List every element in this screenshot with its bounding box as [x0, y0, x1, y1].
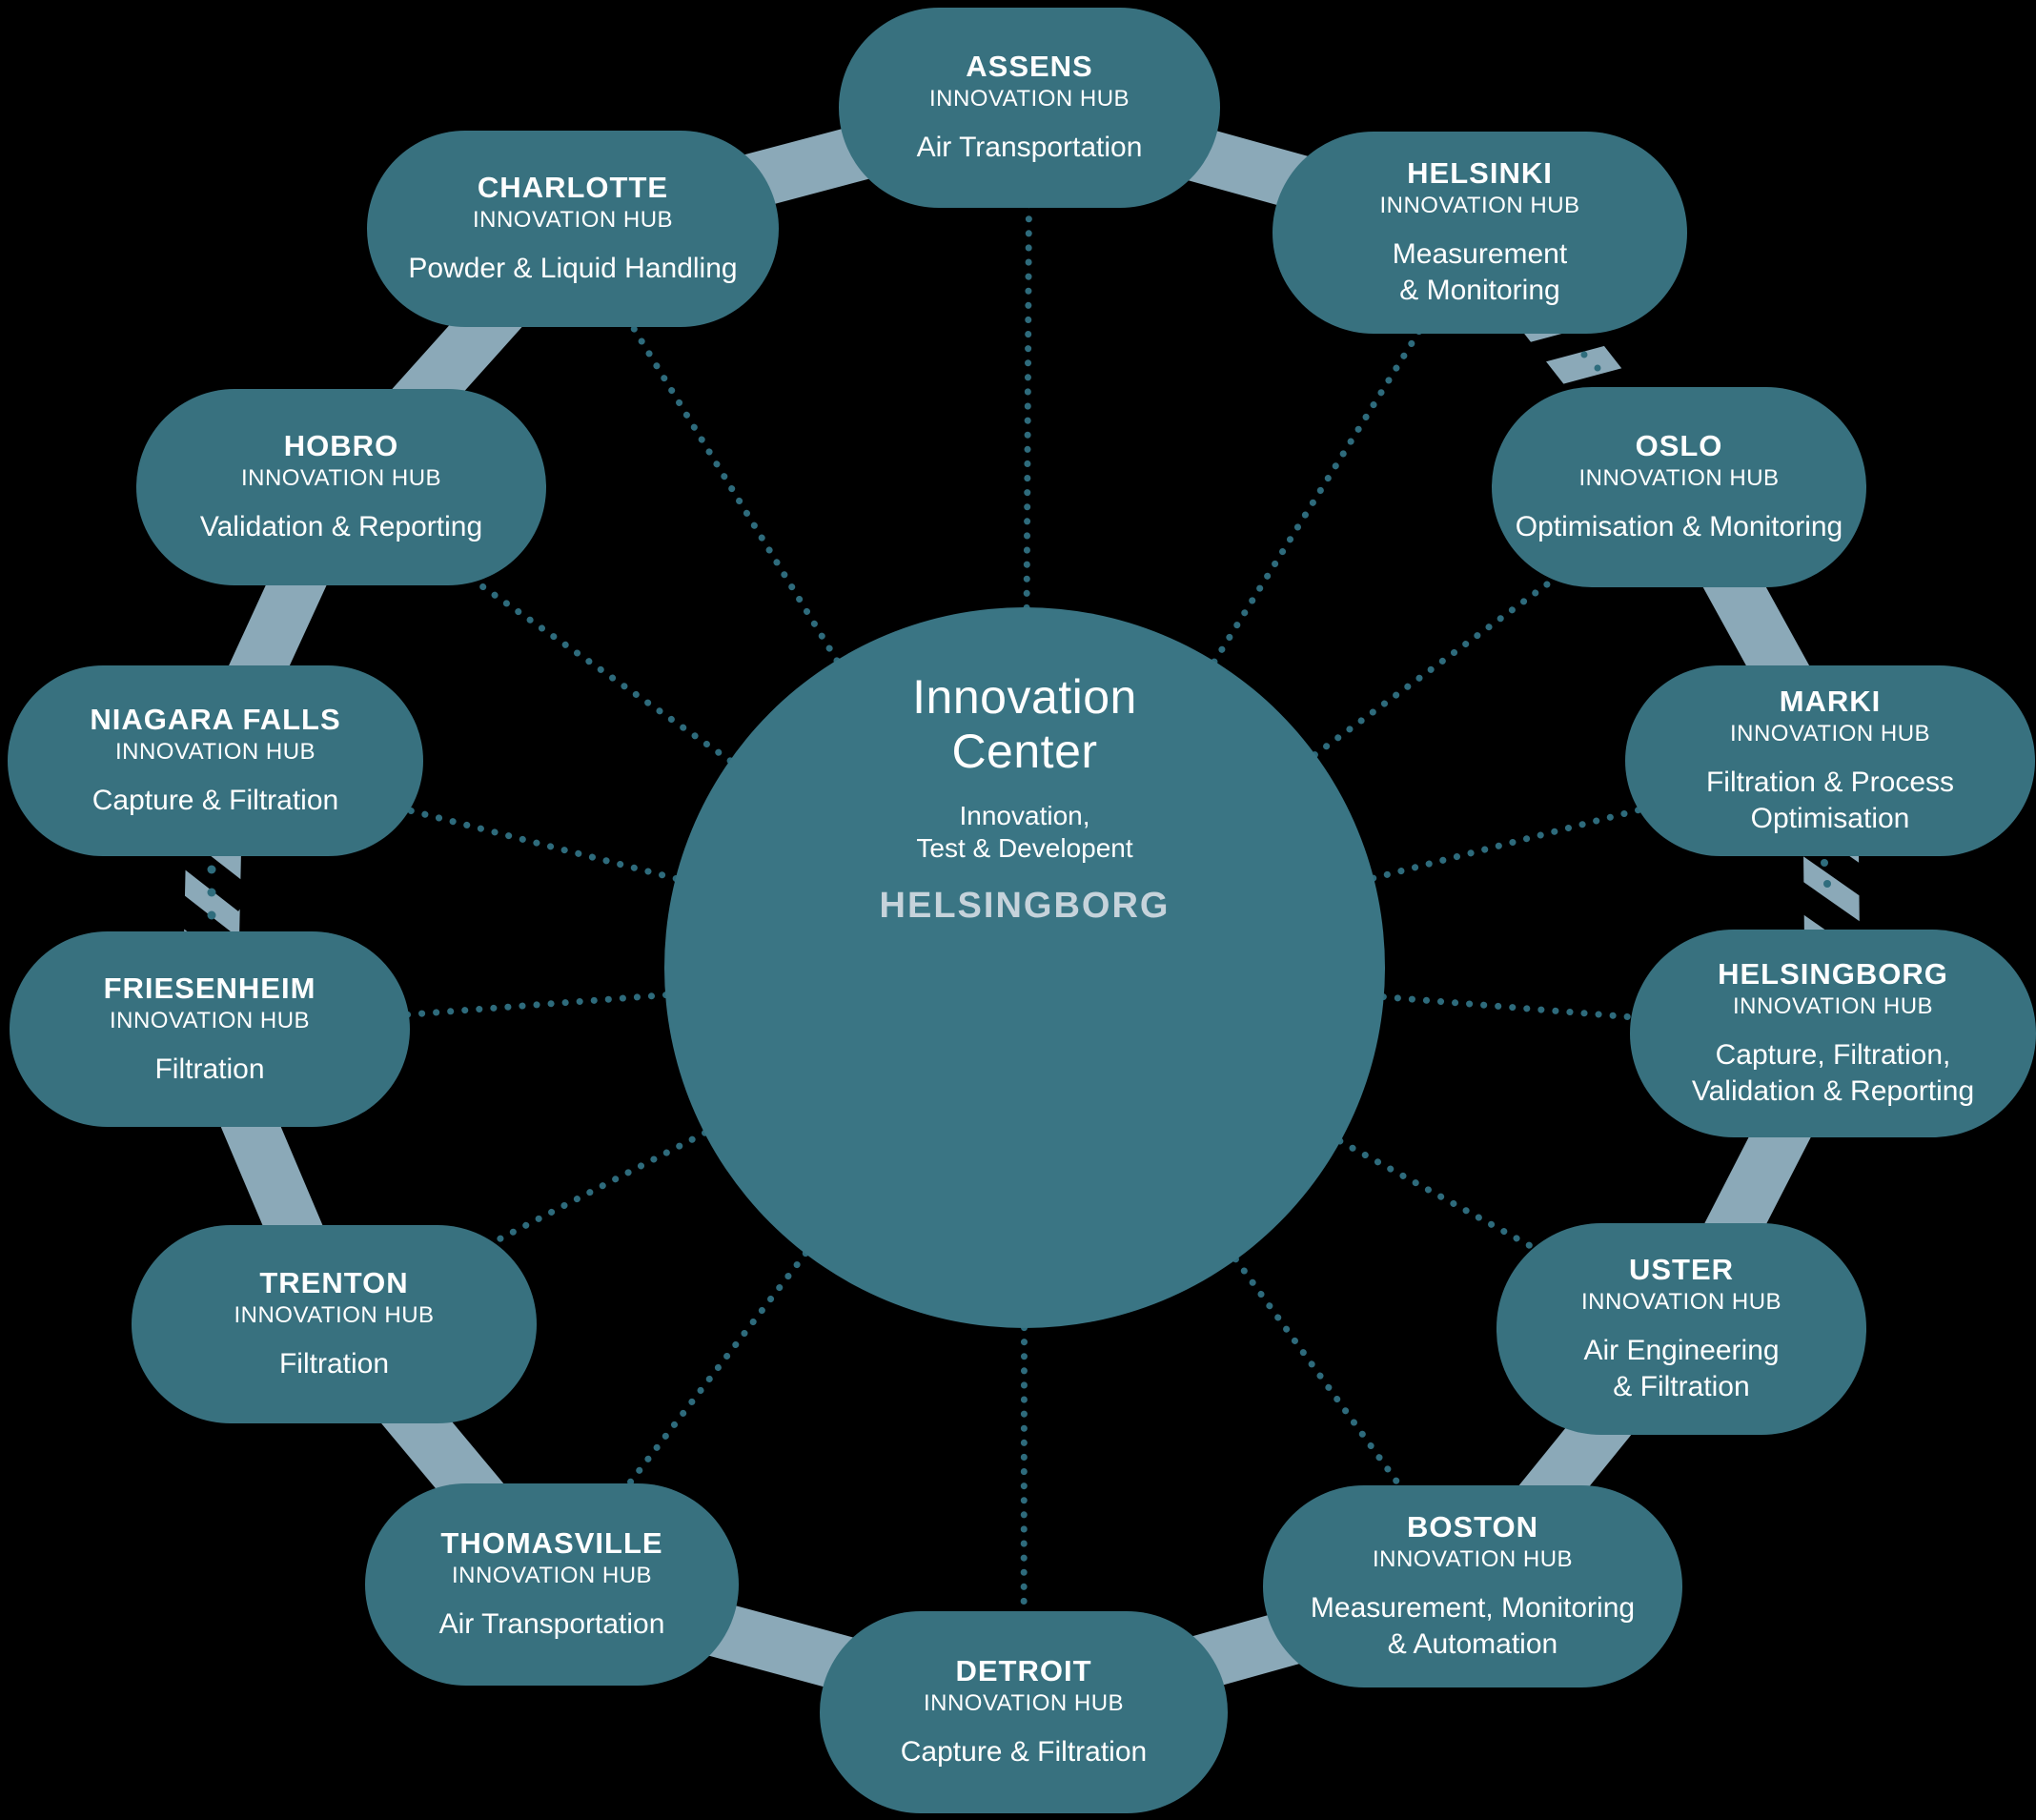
- hub-node-uster: USTER INNOVATION HUB Air Engineering & F…: [1496, 1223, 1866, 1435]
- hub-city: BOSTON: [1406, 1510, 1539, 1544]
- hub-service: Air Transportation: [438, 1608, 665, 1640]
- hub-service: Powder & Liquid Handling: [408, 253, 738, 284]
- hub-city: CHARLOTTE: [477, 171, 669, 204]
- hub-service: Filtration & Process Optimisation: [1705, 767, 1955, 834]
- hub-node-niagara-falls: NIAGARA FALLS INNOVATION HUB Capture & F…: [8, 665, 423, 856]
- hub-label: INNOVATION HUB: [109, 1007, 311, 1033]
- hub-service: Optimisation & Monitoring: [1515, 511, 1843, 542]
- hub-label: INNOVATION HUB: [1379, 193, 1580, 218]
- hub-city: ASSENS: [966, 50, 1093, 83]
- innovation-center: Innovation Center Innovation, Test & Dev…: [739, 670, 1311, 927]
- hub-city: HOBRO: [283, 429, 399, 462]
- hub-service: Measurement, Monitoring & Automation: [1310, 1592, 1636, 1660]
- hub-node-helsinki: HELSINKI INNOVATION HUB Measurement & Mo…: [1272, 132, 1687, 334]
- hub-label: INNOVATION HUB: [1578, 465, 1780, 491]
- hub-label: INNOVATION HUB: [234, 1302, 435, 1328]
- hub-label: INNOVATION HUB: [240, 465, 442, 491]
- hub-label: INNOVATION HUB: [472, 207, 674, 233]
- hub-service: Filtration: [278, 1348, 390, 1380]
- center-location: HELSINGBORG: [879, 886, 1171, 926]
- hub-label: INNOVATION HUB: [1729, 721, 1931, 746]
- ring-break-dots: [207, 351, 1831, 920]
- hub-service: Validation & Reporting: [199, 511, 483, 542]
- hub-label: INNOVATION HUB: [1732, 993, 1934, 1019]
- hub-node-boston: BOSTON INNOVATION HUB Measurement, Monit…: [1263, 1485, 1682, 1687]
- center-circle: [664, 607, 1385, 1328]
- hub-city: USTER: [1628, 1253, 1735, 1286]
- hub-node-trenton: TRENTON INNOVATION HUB Filtration: [132, 1225, 537, 1423]
- hub-label: INNOVATION HUB: [114, 739, 316, 765]
- hub-service: Air Engineering & Filtration: [1583, 1335, 1780, 1402]
- hub-service: Measurement & Monitoring: [1392, 238, 1568, 306]
- hub-node-detroit: DETROIT INNOVATION HUB Capture & Filtrat…: [820, 1611, 1228, 1813]
- hub-node-charlotte: CHARLOTTE INNOVATION HUB Powder & Liquid…: [367, 131, 779, 327]
- hub-node-hobro: HOBRO INNOVATION HUB Validation & Report…: [136, 389, 546, 585]
- hub-city: OSLO: [1635, 429, 1723, 462]
- hub-service: Air Transportation: [916, 132, 1143, 163]
- hub-service: Filtration: [154, 1053, 265, 1085]
- hub-label: INNOVATION HUB: [451, 1563, 653, 1588]
- hub-city: HELSINGBORG: [1718, 957, 1948, 991]
- hub-label: INNOVATION HUB: [923, 1690, 1125, 1716]
- hub-city: FRIESENHEIM: [103, 971, 316, 1005]
- hub-service: Capture & Filtration: [900, 1736, 1148, 1768]
- hub-label: INNOVATION HUB: [1580, 1289, 1782, 1315]
- hub-node-friesenheim: FRIESENHEIM INNOVATION HUB Filtration: [10, 931, 410, 1127]
- hub-label: INNOVATION HUB: [928, 86, 1130, 112]
- hub-city: HELSINKI: [1407, 156, 1553, 190]
- center-title: Innovation Center: [912, 670, 1137, 778]
- hub-service: Capture, Filtration, Validation & Report…: [1691, 1039, 1975, 1107]
- hub-city: TRENTON: [259, 1266, 409, 1299]
- hub-city: DETROIT: [955, 1654, 1092, 1687]
- hub-node-helsingborg: HELSINGBORG INNOVATION HUB Capture, Filt…: [1630, 930, 2036, 1137]
- hub-city: MARKI: [1779, 685, 1882, 718]
- hub-service: Capture & Filtration: [92, 785, 339, 816]
- hub-node-thomasville: THOMASVILLE INNOVATION HUB Air Transport…: [365, 1483, 739, 1686]
- hub-city: THOMASVILLE: [440, 1526, 663, 1560]
- center-subtitle: Innovation, Test & Developent: [916, 801, 1133, 863]
- hub-node-oslo: OSLO INNOVATION HUB Optimisation & Monit…: [1492, 387, 1866, 587]
- hub-node-marki: MARKI INNOVATION HUB Filtration & Proces…: [1625, 665, 2035, 856]
- hub-city: NIAGARA FALLS: [90, 703, 341, 736]
- hub-label: INNOVATION HUB: [1372, 1546, 1574, 1572]
- hub-node-assens: ASSENS INNOVATION HUB Air Transportation: [839, 8, 1220, 208]
